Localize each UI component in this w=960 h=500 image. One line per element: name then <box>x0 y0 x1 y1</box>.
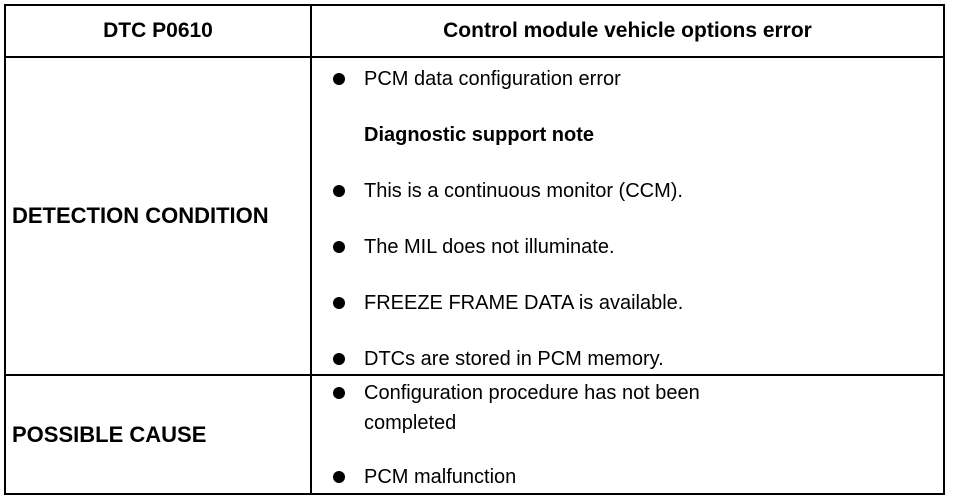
dtc-table: DTC P0610 Control module vehicle options… <box>4 4 945 495</box>
detection-condition-label: DETECTION CONDITION <box>4 56 312 376</box>
diagnostic-support-note-heading: Diagnostic support note <box>312 120 943 150</box>
list-item: This is a continuous monitor (CCM). <box>312 176 943 206</box>
detection-list: PCM data configuration error Diagnostic … <box>312 58 943 374</box>
list-item: DTCs are stored in PCM memory. <box>312 344 943 374</box>
possible-cause-content: Configuration procedure has not been com… <box>310 374 945 495</box>
list-item-text: The MIL does not illuminate. <box>364 236 615 258</box>
list-item-text: PCM malfunction <box>364 465 517 488</box>
possible-cause-label: POSSIBLE CAUSE <box>4 374 312 495</box>
list-item-text: DTCs are stored in PCM memory. <box>364 348 664 370</box>
dtc-code-cell: DTC P0610 <box>4 4 312 58</box>
bullet-icon <box>333 297 345 309</box>
cause-list: Configuration procedure has not been com… <box>312 378 943 492</box>
cause-row: POSSIBLE CAUSE Configuration procedure h… <box>4 374 945 495</box>
list-item-text: PCM data configuration error <box>364 68 621 90</box>
list-item-text: FREEZE FRAME DATA is available. <box>364 292 684 314</box>
detection-condition-content: PCM data configuration error Diagnostic … <box>310 56 945 376</box>
bullet-icon <box>333 470 345 483</box>
list-item: PCM data configuration error <box>312 64 943 94</box>
list-item: The MIL does not illuminate. <box>312 232 943 262</box>
list-item: FREEZE FRAME DATA is available. <box>312 288 943 318</box>
bullet-icon <box>333 185 345 197</box>
bullet-icon <box>333 73 345 85</box>
detection-row: DETECTION CONDITION PCM data configurati… <box>4 56 945 376</box>
list-item-text: This is a continuous monitor (CCM). <box>364 180 683 202</box>
list-item: PCM malfunction <box>312 462 943 492</box>
list-item-text: Diagnostic support note <box>364 124 594 146</box>
dtc-description-cell: Control module vehicle options error <box>310 4 945 58</box>
list-item-text: Configuration procedure has not been com… <box>364 381 700 434</box>
bullet-icon <box>333 241 345 253</box>
bullet-icon <box>333 386 345 399</box>
header-row: DTC P0610 Control module vehicle options… <box>4 4 945 58</box>
list-item: Configuration procedure has not been com… <box>312 378 943 438</box>
bullet-icon <box>333 353 345 365</box>
